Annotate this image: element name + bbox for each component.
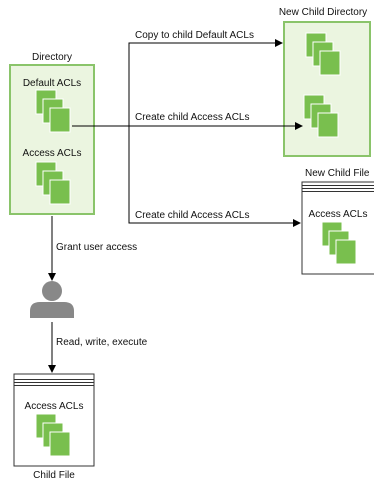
edge-label-read-write-execute: Read, write, execute (56, 337, 148, 348)
acl-sheet (49, 179, 71, 205)
new-child-file-access-acls-label: Access ACLs (308, 209, 368, 220)
acl-sheet (335, 239, 357, 265)
acl-stack-new-dir-access (303, 94, 339, 138)
edge-copy-default-acls (128, 39, 283, 126)
acl-sheet (317, 112, 339, 138)
acl-stack-child-file-access (35, 413, 71, 457)
edge-label-copy-default: Copy to child Default ACLs (135, 30, 254, 41)
edge-label-grant-access: Grant user access (56, 242, 138, 253)
new-child-directory-title: New Child Directory (278, 7, 368, 18)
acl-stack-directory-access (35, 161, 71, 205)
child-file-title: Child File (33, 470, 75, 481)
edge-label-create-access-dir: Create child Access ACLs (135, 112, 250, 123)
acl-sheet (49, 431, 71, 457)
new-child-file-title: New Child File (305, 168, 370, 179)
directory-access-acls-label: Access ACLs (22, 148, 82, 159)
edge-create-access-acls-file (128, 126, 301, 227)
acl-sheet (49, 107, 71, 133)
user-person-icon (30, 281, 74, 318)
acl-sheet (319, 50, 341, 76)
acl-stack-directory-default (35, 89, 71, 133)
acl-stack-new-dir-default (305, 32, 341, 76)
directory-default-acls-label: Default ACLs (22, 78, 82, 89)
edge-label-create-access-file: Create child Access ACLs (135, 210, 250, 221)
child-file-access-acls-label: Access ACLs (24, 401, 84, 412)
directory-title: Directory (31, 52, 72, 63)
acl-stack-new-file-access (321, 221, 357, 265)
